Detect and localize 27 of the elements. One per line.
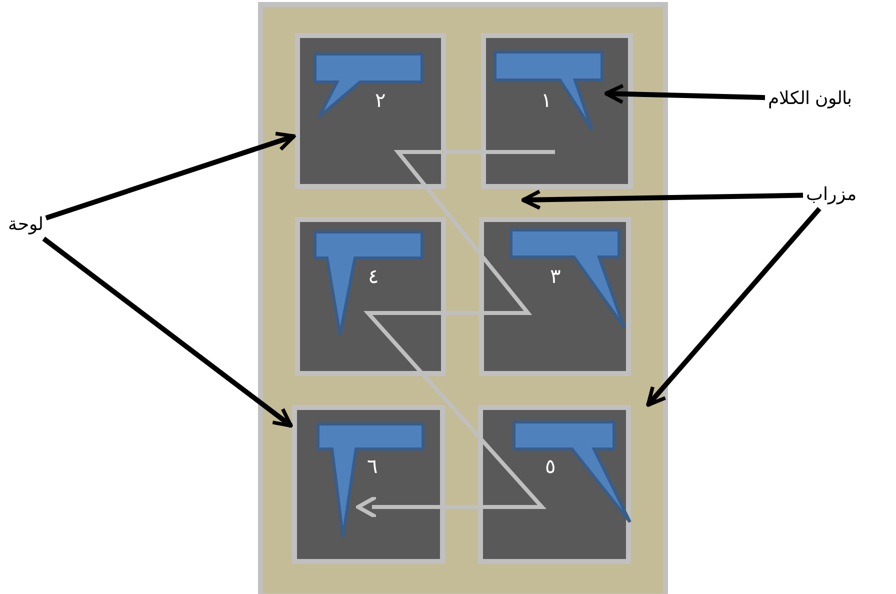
comic-panel (292, 405, 445, 564)
leader-line (646, 206, 822, 407)
comic-panel (481, 33, 633, 189)
panel-number: ٢ (375, 90, 386, 110)
leader-line (42, 236, 293, 428)
speech-balloon (493, 50, 605, 134)
leader-line (521, 190, 804, 210)
panel-number: ٦ (367, 456, 378, 476)
speech-balloon (509, 228, 628, 330)
comic-panel (479, 217, 631, 376)
panel-number: ٣ (550, 266, 561, 286)
speech-balloon (313, 230, 424, 338)
comic-panel (478, 405, 631, 564)
panel-number: ١ (541, 90, 552, 110)
callout-label: بالون الكلام (768, 88, 852, 110)
leader-line (604, 84, 766, 104)
speech-balloon (512, 420, 633, 525)
leader-line (45, 132, 296, 220)
panel-number: ٤ (368, 266, 379, 286)
comic-page (258, 2, 668, 594)
panel-number: ٥ (545, 456, 556, 476)
callout-label: لوحة (8, 214, 43, 236)
speech-balloon (316, 422, 425, 540)
speech-balloon (313, 52, 424, 120)
callout-label: مزراب (806, 184, 857, 206)
comic-panel (295, 217, 446, 376)
comic-panel (295, 33, 446, 189)
